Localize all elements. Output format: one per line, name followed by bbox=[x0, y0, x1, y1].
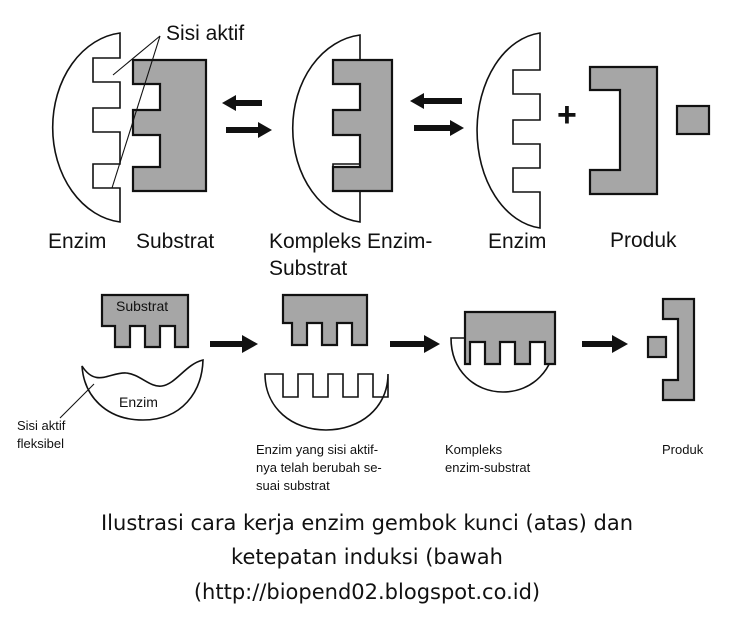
forward-arrow-4 bbox=[390, 335, 440, 353]
label-produk-bottom: Produk bbox=[662, 442, 704, 457]
substrate-key-shape bbox=[131, 58, 208, 193]
complex-substrate-shape bbox=[331, 58, 394, 193]
enzyme-lock-shape bbox=[51, 32, 121, 223]
enzyme-flexible-shape bbox=[81, 358, 204, 421]
label-enzim-bottom: Enzim bbox=[119, 394, 158, 410]
label-kompleks-line1: Kompleks Enzim- bbox=[269, 230, 433, 253]
complex-bottom-substrate-shape bbox=[463, 310, 557, 366]
caption-line-2: ketepatan induksi (bawah bbox=[231, 545, 503, 569]
reverse-arrow-2 bbox=[410, 93, 462, 109]
forward-arrow-2 bbox=[414, 120, 464, 136]
active-site-pointer-lower bbox=[111, 35, 161, 189]
substrate-matching-shape bbox=[281, 293, 369, 347]
label-kompleks-bawah: Kompleks enzim-substrat bbox=[445, 442, 531, 475]
reverse-arrow-1 bbox=[222, 95, 262, 111]
label-produk-top: Produk bbox=[610, 229, 677, 252]
label-substrat-top: Substrat bbox=[136, 230, 215, 253]
label-kompleks-line2: Substrat bbox=[269, 257, 348, 280]
product-bracket-shape bbox=[588, 65, 659, 196]
product-small-piece bbox=[675, 104, 711, 136]
caption-line-1: Ilustrasi cara kerja enzim gembok kunci … bbox=[100, 511, 633, 535]
label-sisi-aktif: Sisi aktif bbox=[166, 22, 245, 45]
forward-arrow-5 bbox=[582, 335, 628, 353]
forward-arrow-3 bbox=[210, 335, 258, 353]
substrate-induced-shape bbox=[100, 293, 190, 349]
product-bottom-small-piece bbox=[646, 335, 668, 359]
caption-line-3: (http://biopend02.blogspot.co.id) bbox=[193, 580, 541, 604]
label-sisi-aktif-fleksibel: Sisi aktif fleksibel bbox=[17, 418, 66, 451]
forward-arrow-1 bbox=[226, 122, 272, 138]
flexible-site-pointer bbox=[59, 383, 95, 419]
label-enzim-berubah: Enzim yang sisi aktif- nya telah berubah… bbox=[256, 442, 382, 493]
active-site-pointer-upper bbox=[112, 35, 161, 76]
enzyme-released-shape bbox=[476, 32, 541, 229]
label-substrat-bottom: Substrat bbox=[116, 298, 169, 314]
label-enzim-top-1: Enzim bbox=[48, 230, 107, 253]
label-enzim-top-2: Enzim bbox=[488, 230, 547, 253]
enzyme-adapted-shape bbox=[264, 373, 389, 431]
product-bottom-bracket-shape bbox=[661, 297, 696, 402]
plus-sign: + bbox=[557, 96, 577, 134]
